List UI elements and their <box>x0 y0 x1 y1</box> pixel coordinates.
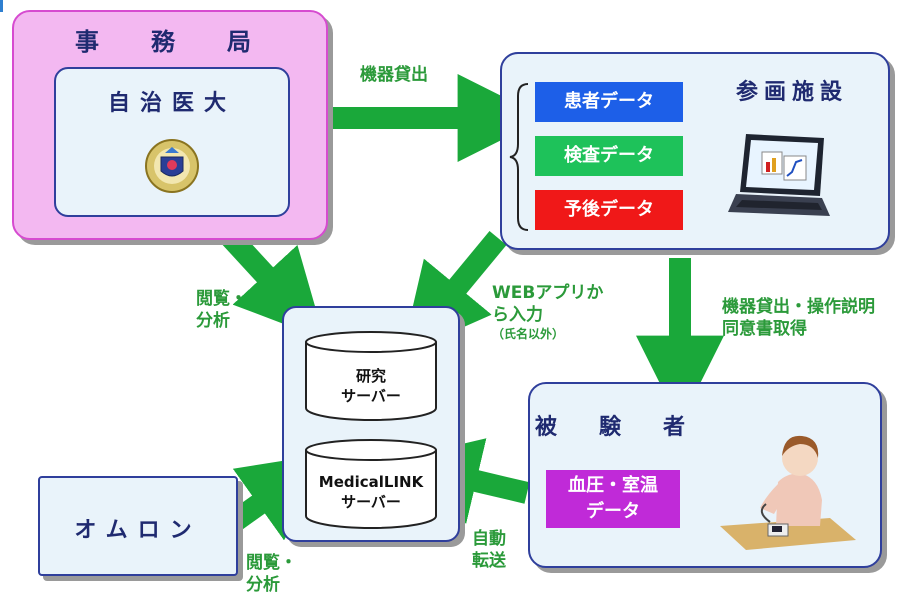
label-browse-analyze-bottom-line2: 分析 <box>246 575 280 595</box>
label-auto-transfer-line1: 自動 <box>472 529 506 549</box>
prognosis-data-chip: 予後データ <box>535 190 683 230</box>
elderly-woman-icon <box>720 435 856 550</box>
label-web-input-note: （氏名以外） <box>492 327 565 341</box>
label-lending-consent: 機器貸出・操作説明 同意書取得 <box>722 296 875 340</box>
label-browse-analyze-top-line2: 分析 <box>196 311 230 331</box>
label-browse-analyze-top: 閲覧・ 分析 <box>196 288 247 332</box>
server-container: 研究 サーバー MedicalLINK サーバー <box>282 306 460 542</box>
office-box: 事 務 局 自治医大 <box>12 10 328 240</box>
label-lending-consent-line2: 同意書取得 <box>722 319 807 339</box>
bp-temp-data-line2: データ <box>586 501 640 522</box>
subject-box: 被 験 者 血圧・室温 データ <box>528 382 882 568</box>
jichi-title: 自治医大 <box>107 91 236 116</box>
exam-data-chip: 検査データ <box>535 136 683 176</box>
brace-icon <box>509 83 529 231</box>
medicallink-server-line2: サーバー <box>341 493 401 511</box>
omron-box: オムロン <box>38 476 238 576</box>
patient-data-chip: 患者データ <box>535 82 683 122</box>
research-server-label: 研究 サーバー <box>304 366 438 406</box>
medicallink-server-line1: MedicalLINK <box>318 473 424 491</box>
label-browse-analyze-bottom: 閲覧・ 分析 <box>246 552 297 596</box>
label-web-input-line2: ら入力 <box>492 305 543 325</box>
arrow-auto-transfer <box>390 438 530 524</box>
medicallink-server-db-icon <box>305 439 437 529</box>
research-server-line2: サーバー <box>341 387 401 405</box>
label-web-input-line1: WEBアプリか <box>492 283 604 303</box>
label-auto-transfer: 自動 転送 <box>472 528 506 572</box>
bp-temp-data-line1: 血圧・室温 <box>568 475 658 496</box>
bp-temp-data-chip: 血圧・室温 データ <box>546 470 680 528</box>
label-browse-analyze-bottom-line1: 閲覧・ <box>246 553 297 573</box>
label-auto-transfer-line2: 転送 <box>472 551 506 571</box>
arrow-web-input <box>401 230 507 355</box>
subject-title: 被 験 者 <box>534 415 695 440</box>
label-lending: 機器貸出 <box>360 65 428 85</box>
omron-title: オムロン <box>74 518 202 543</box>
facility-box: 参画施設 患者データ 検査データ 予後データ <box>500 52 890 250</box>
research-server-db-icon <box>305 331 437 421</box>
office-title: 事 務 局 <box>75 28 265 56</box>
jichi-box: 自治医大 <box>54 67 290 217</box>
medicallink-server-label: MedicalLINK サーバー <box>304 472 438 512</box>
label-browse-analyze-top-line1: 閲覧・ <box>196 289 247 309</box>
facility-title: 参画施設 <box>735 80 848 105</box>
exam-data-label: 検査データ <box>564 145 654 166</box>
prognosis-data-label: 予後データ <box>564 199 654 220</box>
corner-mark <box>0 0 3 12</box>
university-emblem-icon <box>145 139 199 193</box>
patient-data-label: 患者データ <box>564 91 654 112</box>
laptop-icon <box>728 134 830 216</box>
label-web-input: WEBアプリか ら入力 （氏名以外） <box>492 282 603 342</box>
label-lending-consent-line1: 機器貸出・操作説明 <box>722 297 875 317</box>
research-server-line1: 研究 <box>355 367 386 385</box>
